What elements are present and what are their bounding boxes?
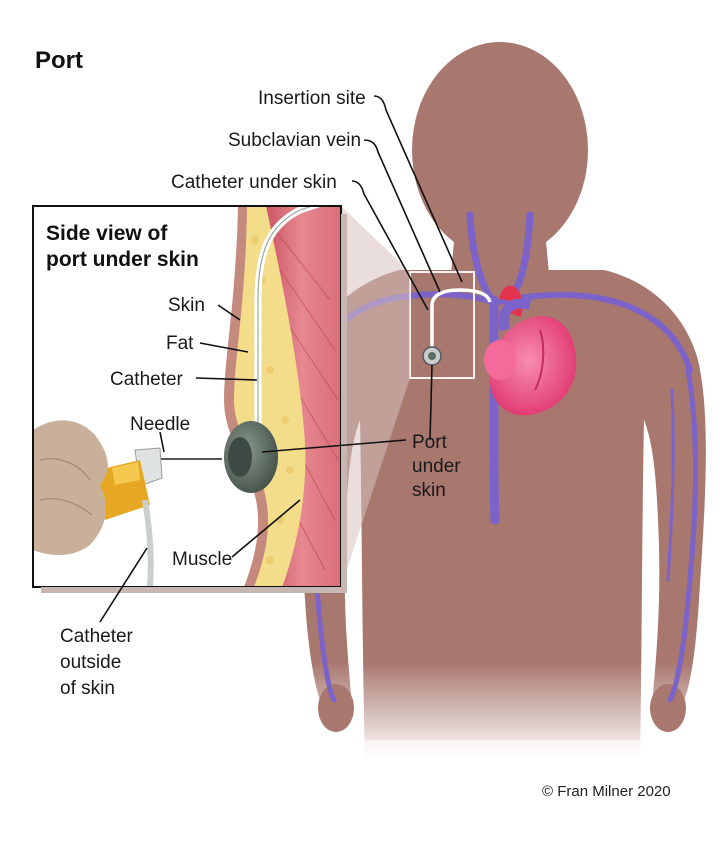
leader-lines xyxy=(99,95,463,623)
label-fat: Fat xyxy=(166,333,194,354)
copyright: © Fran Milner 2020 xyxy=(542,783,671,800)
fat-layer xyxy=(232,206,306,587)
label-muscle: Muscle xyxy=(172,549,232,570)
label-port-line3: skin xyxy=(412,480,446,501)
label-catheter: Catheter xyxy=(110,369,184,390)
label-insertion-site: Insertion site xyxy=(258,88,366,109)
label-needle: Needle xyxy=(130,414,190,435)
inset-title-line1: Side view of xyxy=(46,222,168,245)
hand xyxy=(33,420,108,555)
label-outside-line3: of skin xyxy=(60,678,115,699)
right-hand xyxy=(650,684,686,732)
label-subclavian-vein: Subclavian vein xyxy=(228,130,361,151)
diagram-title: Port xyxy=(35,47,83,74)
label-catheter-under-skin: Catheter under skin xyxy=(171,172,337,193)
left-hand xyxy=(318,684,354,732)
body-catheter xyxy=(430,288,492,355)
label-outside-line1: Catheter xyxy=(60,626,134,647)
inset-panel xyxy=(32,205,347,593)
label-port-line1: Port xyxy=(412,432,448,453)
heart xyxy=(484,285,577,416)
label-outside-line2: outside xyxy=(60,652,121,673)
label-skin: Skin xyxy=(168,295,205,316)
magnify-projection xyxy=(341,206,410,587)
head xyxy=(412,42,588,258)
label-port-line2: under xyxy=(412,456,461,477)
inset-title-line2: port under skin xyxy=(46,248,199,271)
